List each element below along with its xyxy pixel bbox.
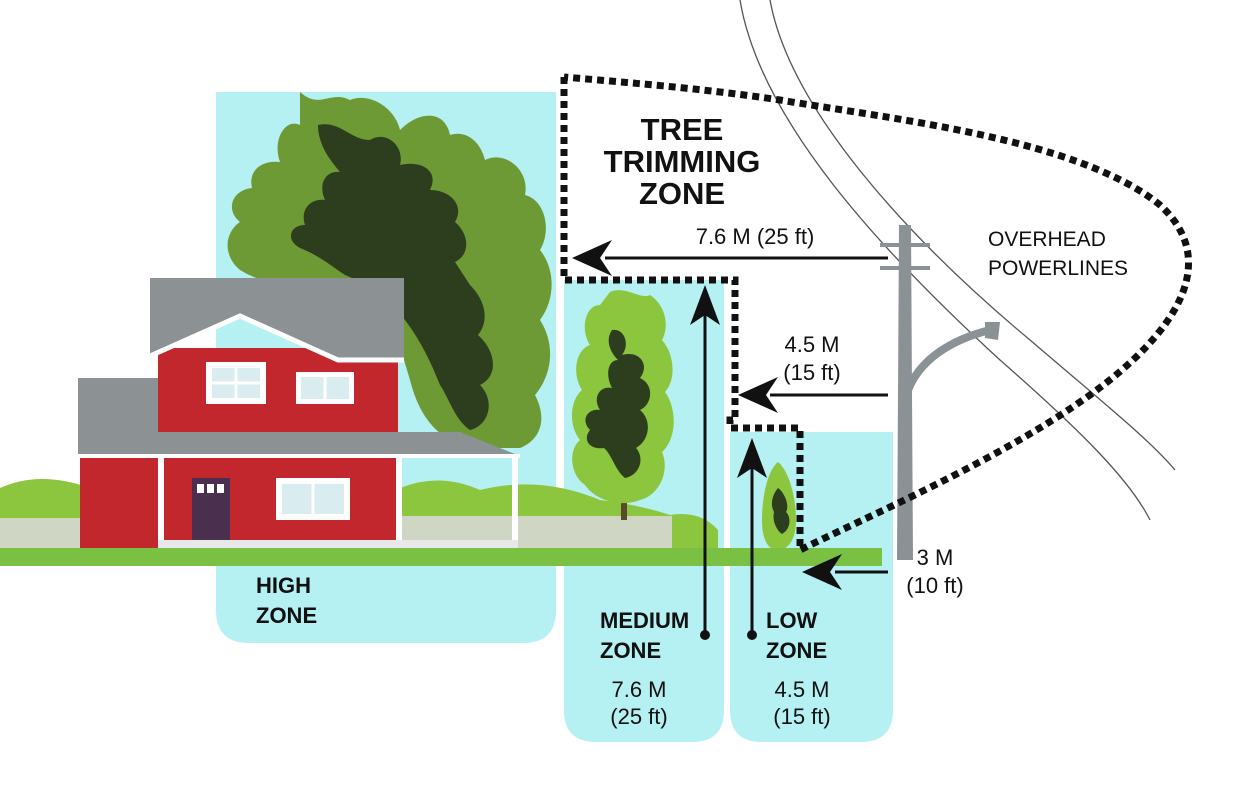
high-zone-label: HIGH ZONE [256,573,317,628]
powerlines-label-line-2: POWERLINES [988,257,1128,280]
clearance-arrows [572,240,888,590]
low-zone-label: LOW ZONE 4.5 M (15 ft) [766,608,831,729]
utility-pole [880,225,1000,560]
title-line-2: TRIMMING [604,144,761,179]
porch-roof [78,378,520,456]
house-lower-wall [80,458,398,548]
large-tree [227,92,552,448]
low-zone-label-line-1: LOW [766,608,818,633]
ground-grass [0,548,882,566]
middle-clearance-imperial: (15 ft) [783,360,840,385]
power-line-wire [739,0,1151,521]
high-zone-label-line-1: HIGH [256,573,311,598]
tree-trimming-zone-title: TREE TRIMMING ZONE [604,112,761,211]
trimming-zone-outline [560,73,1192,556]
zone-height-arrows [690,285,767,640]
medium-zone-label-line-1: MEDIUM [600,608,689,633]
low-zone-height-metric: 4.5 M [774,677,829,702]
medium-zone-height-metric: 7.6 M [611,677,666,702]
powerlines-label: OVERHEAD POWERLINES [988,228,1128,280]
house-upper-roof [150,278,404,360]
medium-zone-height-imperial: (25 ft) [610,704,667,729]
ground-clearance-imperial: (10 ft) [906,573,963,598]
low-zone-label-line-2: ZONE [766,638,827,663]
medium-zone-label: MEDIUM ZONE 7.6 M (25 ft) [600,608,689,729]
small-tree [762,462,796,555]
house-upper-wall [158,348,398,440]
top-clearance-label: 7.6 M (25 ft) [696,224,815,249]
middle-clearance-metric: 4.5 M [784,332,839,357]
medium-tree [571,290,674,520]
title-line-1: TREE [641,112,724,147]
house [78,278,520,552]
power-lines [739,0,1176,521]
medium-zone-label-line-2: ZONE [600,638,661,663]
low-zone-height-imperial: (15 ft) [773,704,830,729]
power-line-wire [769,0,1176,471]
high-zone-label-line-2: ZONE [256,603,317,628]
ground-clearance-metric: 3 M [917,545,954,570]
powerlines-label-line-1: OVERHEAD [988,228,1106,251]
title-line-3: ZONE [639,176,725,211]
